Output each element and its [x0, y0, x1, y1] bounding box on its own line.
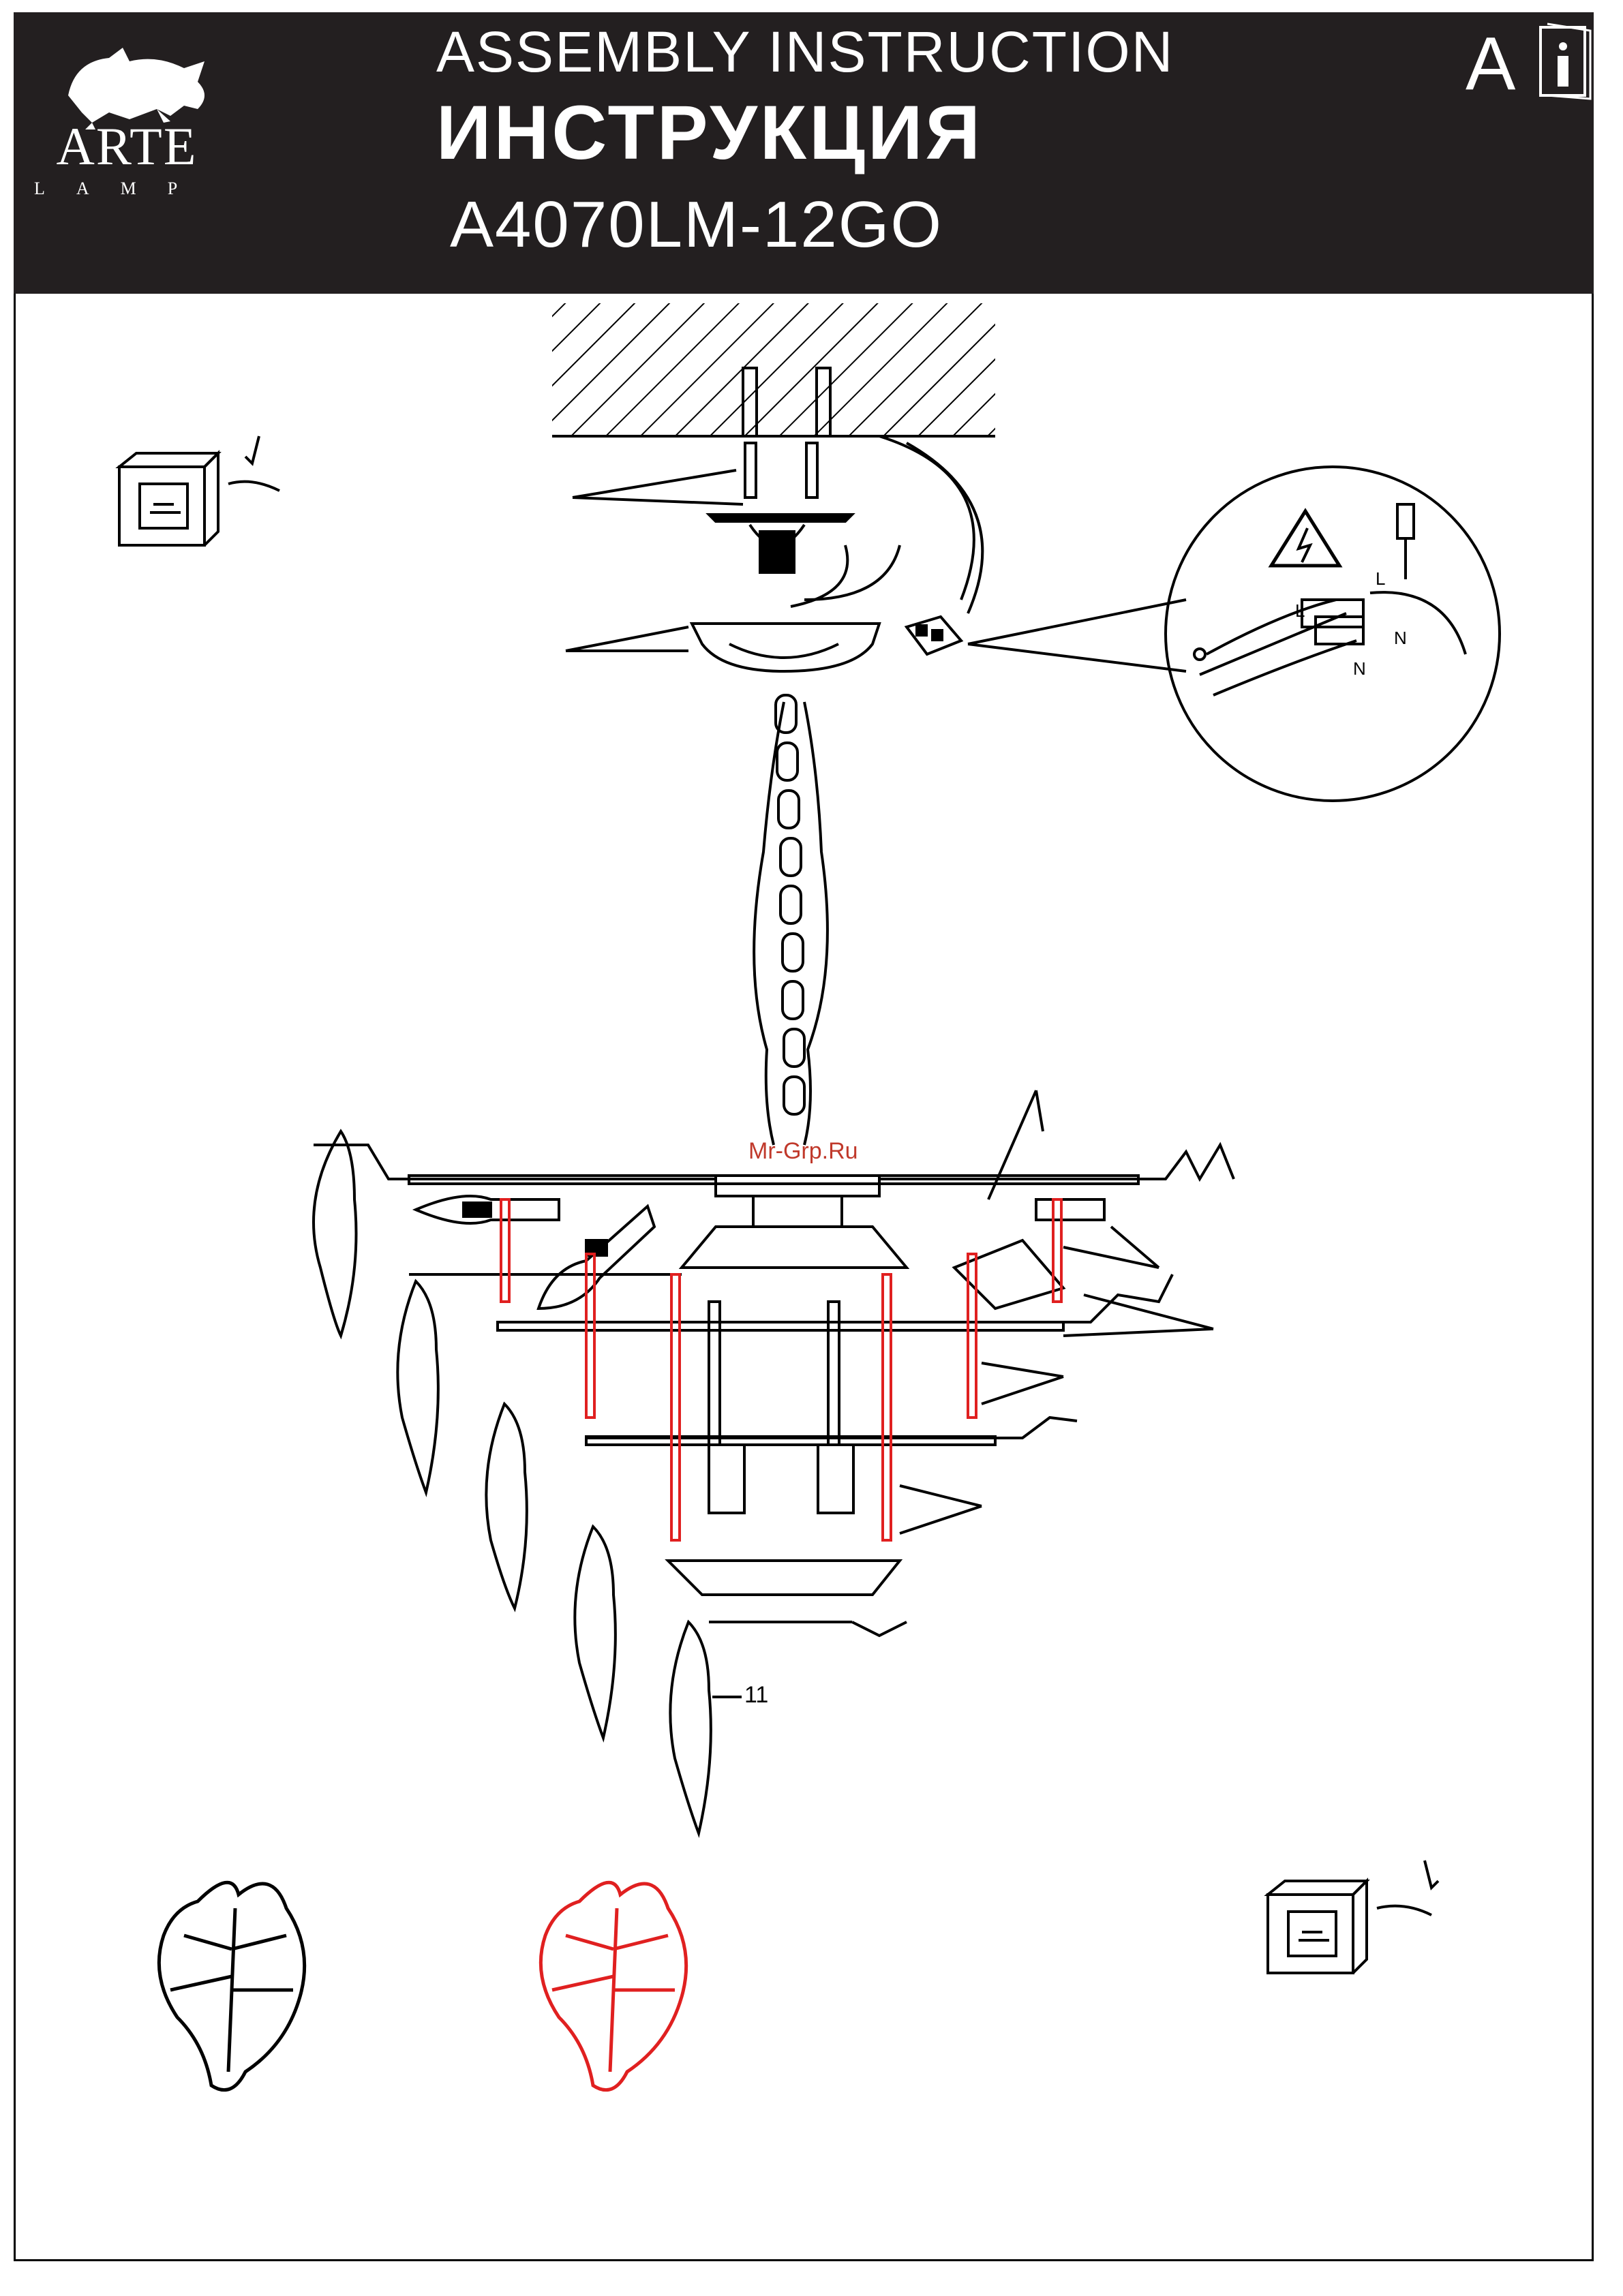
- terminal-block: [907, 600, 1186, 671]
- watermark: Mr-Grp.Ru: [748, 1138, 858, 1165]
- svg-text:N: N: [1394, 628, 1407, 648]
- wiring-detail: L L N N: [1166, 467, 1500, 801]
- part-label: 11: [744, 1682, 768, 1709]
- leaf-illustration-red: [541, 1882, 686, 2090]
- svg-text:L: L: [1295, 600, 1305, 621]
- candle-bulbs: [416, 1196, 1104, 1308]
- leaf-illustration-black: [159, 1882, 304, 2090]
- svg-text:L: L: [1376, 568, 1385, 589]
- svg-text:N: N: [1353, 658, 1366, 679]
- power-switch-on-icon: [1268, 1861, 1438, 1973]
- hanging-leaves: [314, 1131, 742, 1833]
- chain: [754, 695, 828, 1145]
- chandelier-frame: [314, 1090, 1234, 1636]
- power-switch-off-icon: [119, 436, 279, 545]
- ceiling: [552, 303, 995, 436]
- canopy: [566, 624, 879, 671]
